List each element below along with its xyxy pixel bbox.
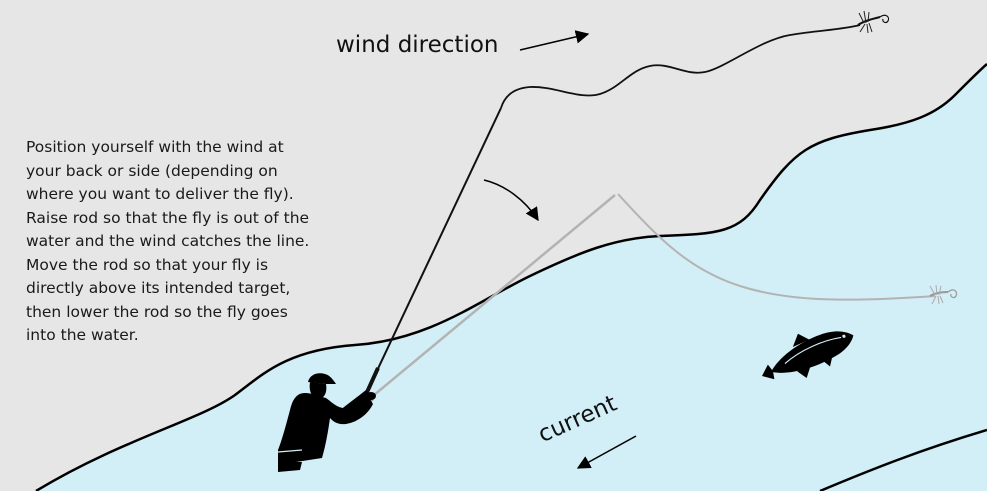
trout-icon <box>762 331 854 380</box>
wind-arrow <box>519 30 590 51</box>
wind-direction-label: wind direction <box>336 32 499 58</box>
dry-fly-icon <box>857 10 890 34</box>
water-area <box>36 64 987 491</box>
instructions-text: Position yourself with the wind at your … <box>26 136 371 348</box>
instruction-line: Raise rod so that the fly is out of the <box>26 208 310 227</box>
instruction-line: directly above its intended target, <box>26 279 291 297</box>
instruction-line: then lower the rod so the fly goes <box>26 302 288 321</box>
instruction-line: water and the wind catches the line. <box>26 232 310 250</box>
far-shoreline <box>819 428 987 491</box>
lowered-rod <box>361 194 616 406</box>
raised-line <box>500 24 861 109</box>
instruction-line: Move the rod so that your fly is <box>26 255 269 274</box>
instruction-line: Position yourself with the wind at <box>26 138 284 156</box>
rod-movement-arrow <box>483 179 539 222</box>
angler-waterline <box>277 449 303 453</box>
shoreline <box>35 63 987 491</box>
instruction-line: into the water. <box>26 326 139 344</box>
lowered-line <box>617 193 936 301</box>
raised-rod <box>365 107 502 395</box>
angler-silhouette-icon <box>278 373 376 472</box>
instruction-line: where you want to deliver the fly). <box>26 185 294 203</box>
lowered-fly-icon <box>929 284 958 305</box>
current-arrow <box>576 435 637 469</box>
instruction-line: your back or side (depending on <box>26 161 278 180</box>
